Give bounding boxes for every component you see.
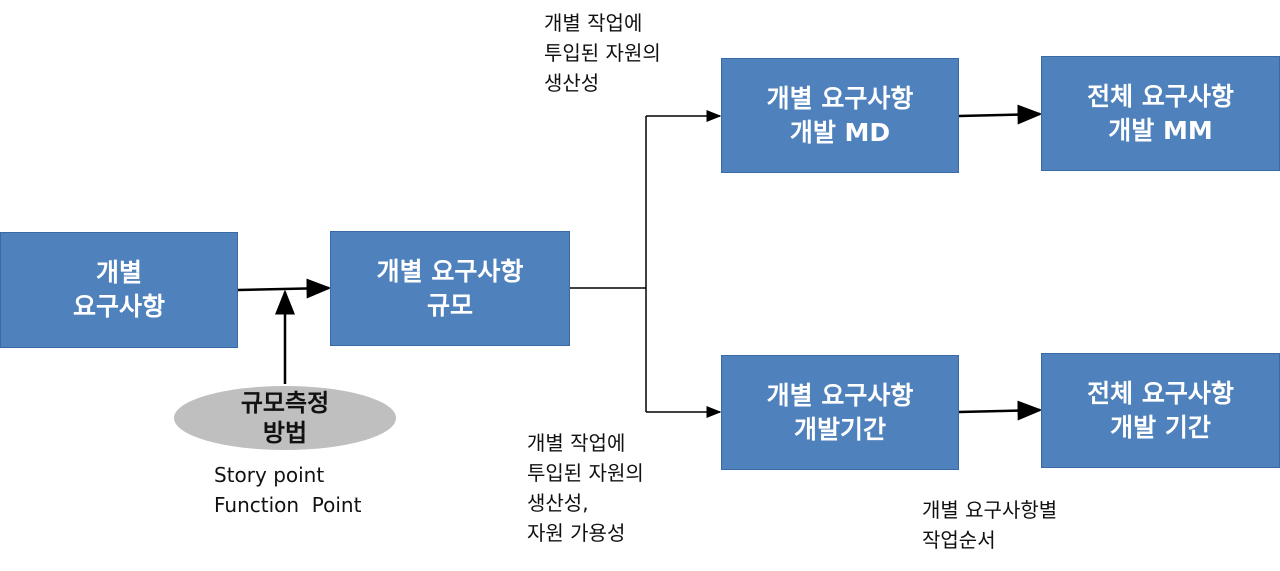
arrow-md-to-mm <box>958 104 1043 125</box>
note-line: Function Point <box>214 493 362 517</box>
box-line: 요구사항 <box>72 292 165 321</box>
box-line: 개발 기간 <box>1110 412 1211 442</box>
box-line: 전체 요구사항 <box>1087 378 1234 408</box>
ellipse-line: 방법 <box>262 419 308 447</box>
note-line: 생산성 <box>544 71 600 95</box>
ellipse-line: 규모측정 <box>240 389 330 417</box>
note-line: 투입된 자원의 <box>544 41 661 65</box>
note-line: 개별 작업에 <box>544 11 643 35</box>
box-line: 규모 <box>426 290 473 320</box>
note-line: 개별 요구사항별 <box>922 498 1058 522</box>
note-line: 투입된 자원의 <box>527 461 644 485</box>
box-line: 개발 MM <box>1108 115 1213 145</box>
note-line: 생산성, <box>527 491 589 515</box>
arrow-req-to-size <box>237 278 332 299</box>
box-line: 개발 MD <box>789 117 891 147</box>
box-line: 전체 요구사항 <box>1087 81 1234 111</box>
box-line: 개별 <box>95 258 142 287</box>
arrow-period-to-total <box>958 400 1043 421</box>
note-line: 작업순서 <box>922 528 996 552</box>
box-line: 개별 요구사항 <box>766 380 914 410</box>
note-line: 자원 가용성 <box>527 521 626 545</box>
box-line: 개발기간 <box>793 414 886 444</box>
note-line: Story point <box>214 463 325 487</box>
note-line: 개별 작업에 <box>527 431 626 455</box>
box-line: 개별 요구사항 <box>376 256 524 286</box>
box-line: 개별 요구사항 <box>766 83 914 113</box>
